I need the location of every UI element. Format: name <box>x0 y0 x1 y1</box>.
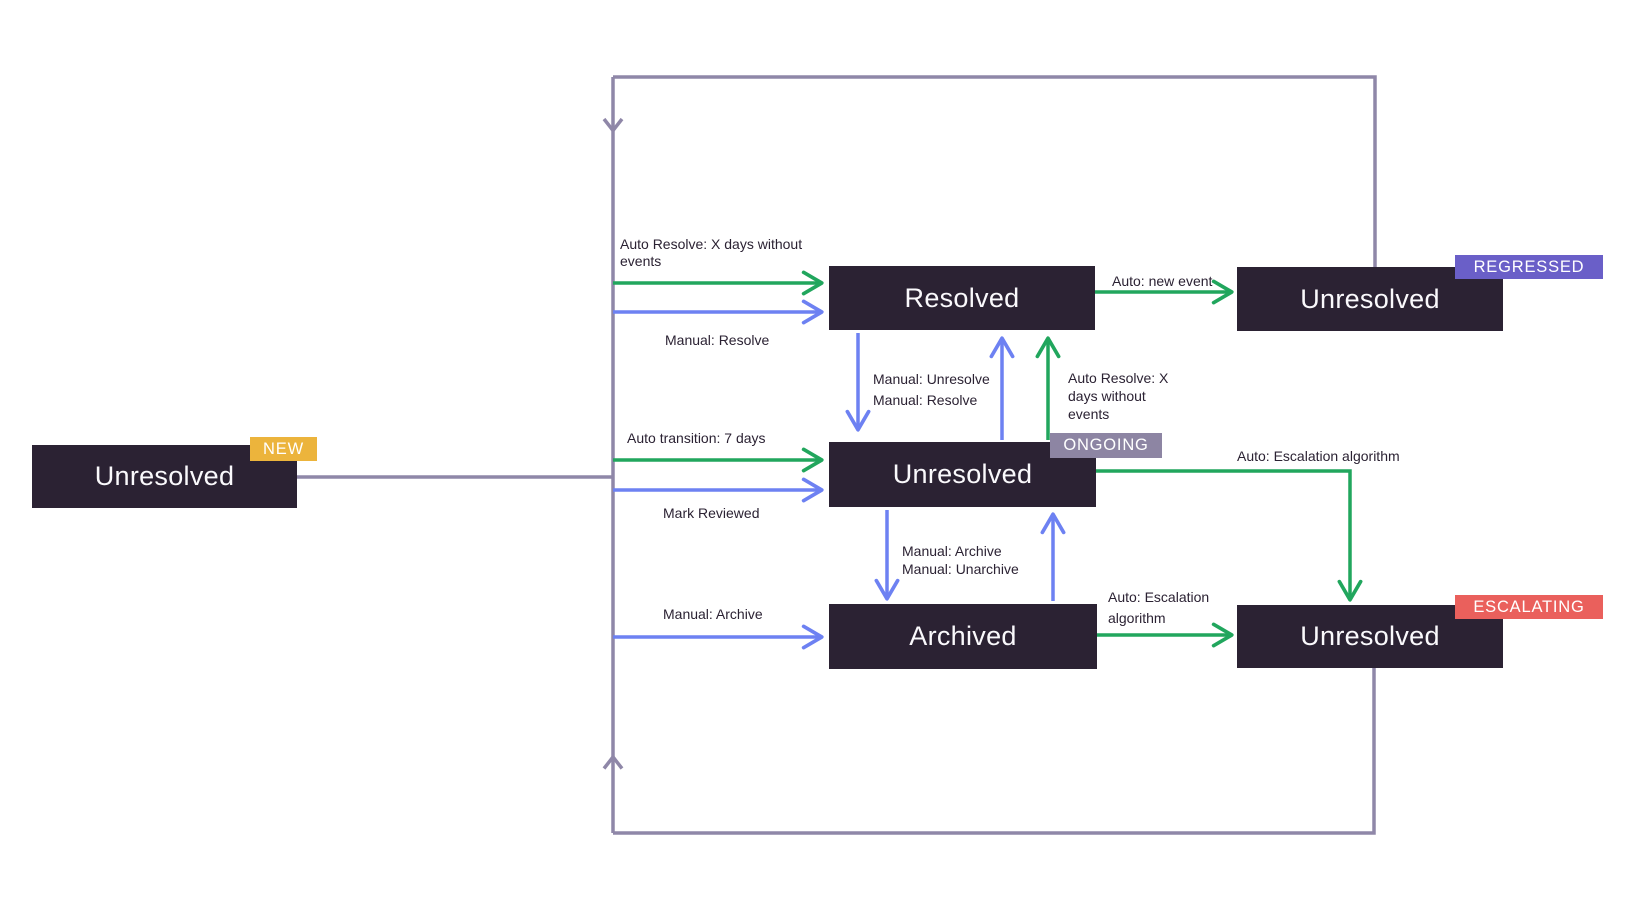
badge-regressed: REGRESSED <box>1455 255 1603 279</box>
label-line: Manual: Unresolve <box>873 371 990 387</box>
label-mark-reviewed: Mark Reviewed <box>663 505 760 521</box>
label-line: events <box>1068 406 1110 422</box>
label-line: Auto: Escalation <box>1108 589 1210 605</box>
loop-chevron-down-icon <box>602 117 624 134</box>
label-auto-escalation-bottom: Auto: Escalation algorithm <box>1108 587 1209 629</box>
loop-line-regressed-top <box>613 75 1377 267</box>
state-label-resolved: Resolved <box>904 282 1020 313</box>
label-line: algorithm <box>1108 610 1166 626</box>
label-line: Manual: Archive <box>902 543 1002 559</box>
label-line: events <box>620 253 662 269</box>
label-auto-resolve-into-resolved: Auto Resolve: X days without events <box>620 236 802 270</box>
label-auto-new-event: Auto: new event <box>1112 273 1213 289</box>
label-auto-transition-7-days: Auto transition: 7 days <box>627 430 766 446</box>
label-manual-archive-block: Manual: Archive Manual: Unarchive <box>902 542 1019 578</box>
label-line: Auto Resolve: X days without <box>620 236 803 252</box>
label-auto-escalation-top: Auto: Escalation algorithm <box>1237 448 1400 464</box>
badge-ongoing: ONGOING <box>1050 433 1162 458</box>
state-label-unresolved-escalating: Unresolved <box>1300 621 1440 651</box>
label-manual-unresolve-block: Manual: Unresolve Manual: Resolve <box>873 369 990 411</box>
label-auto-resolve-from-ongoing: Auto Resolve: X days without events <box>1068 369 1168 423</box>
state-box-archived: Archived <box>829 604 1097 669</box>
label-line: Manual: Unarchive <box>902 561 1019 577</box>
loop-chevron-up-icon <box>602 754 624 770</box>
label-manual-resolve-into-resolved: Manual: Resolve <box>665 332 770 348</box>
arrow-auto-escalation-top <box>1096 469 1363 602</box>
label-line: Manual: Resolve <box>873 392 978 408</box>
badge-new: NEW <box>250 437 317 461</box>
state-label-unresolved-new: Unresolved <box>94 461 235 491</box>
state-label-archived: Archived <box>909 621 1017 651</box>
state-box-resolved: Resolved <box>829 266 1095 330</box>
label-line: days without <box>1068 388 1146 404</box>
label-line: Auto Resolve: X <box>1068 370 1169 386</box>
badge-escalating: ESCALATING <box>1455 595 1603 619</box>
loop-line-escalating-bottom <box>613 668 1376 835</box>
label-manual-archive-into-archived: Manual: Archive <box>663 606 763 622</box>
state-label-unresolved-ongoing: Unresolved <box>892 459 1033 489</box>
state-label-unresolved-regressed: Unresolved <box>1300 283 1440 314</box>
